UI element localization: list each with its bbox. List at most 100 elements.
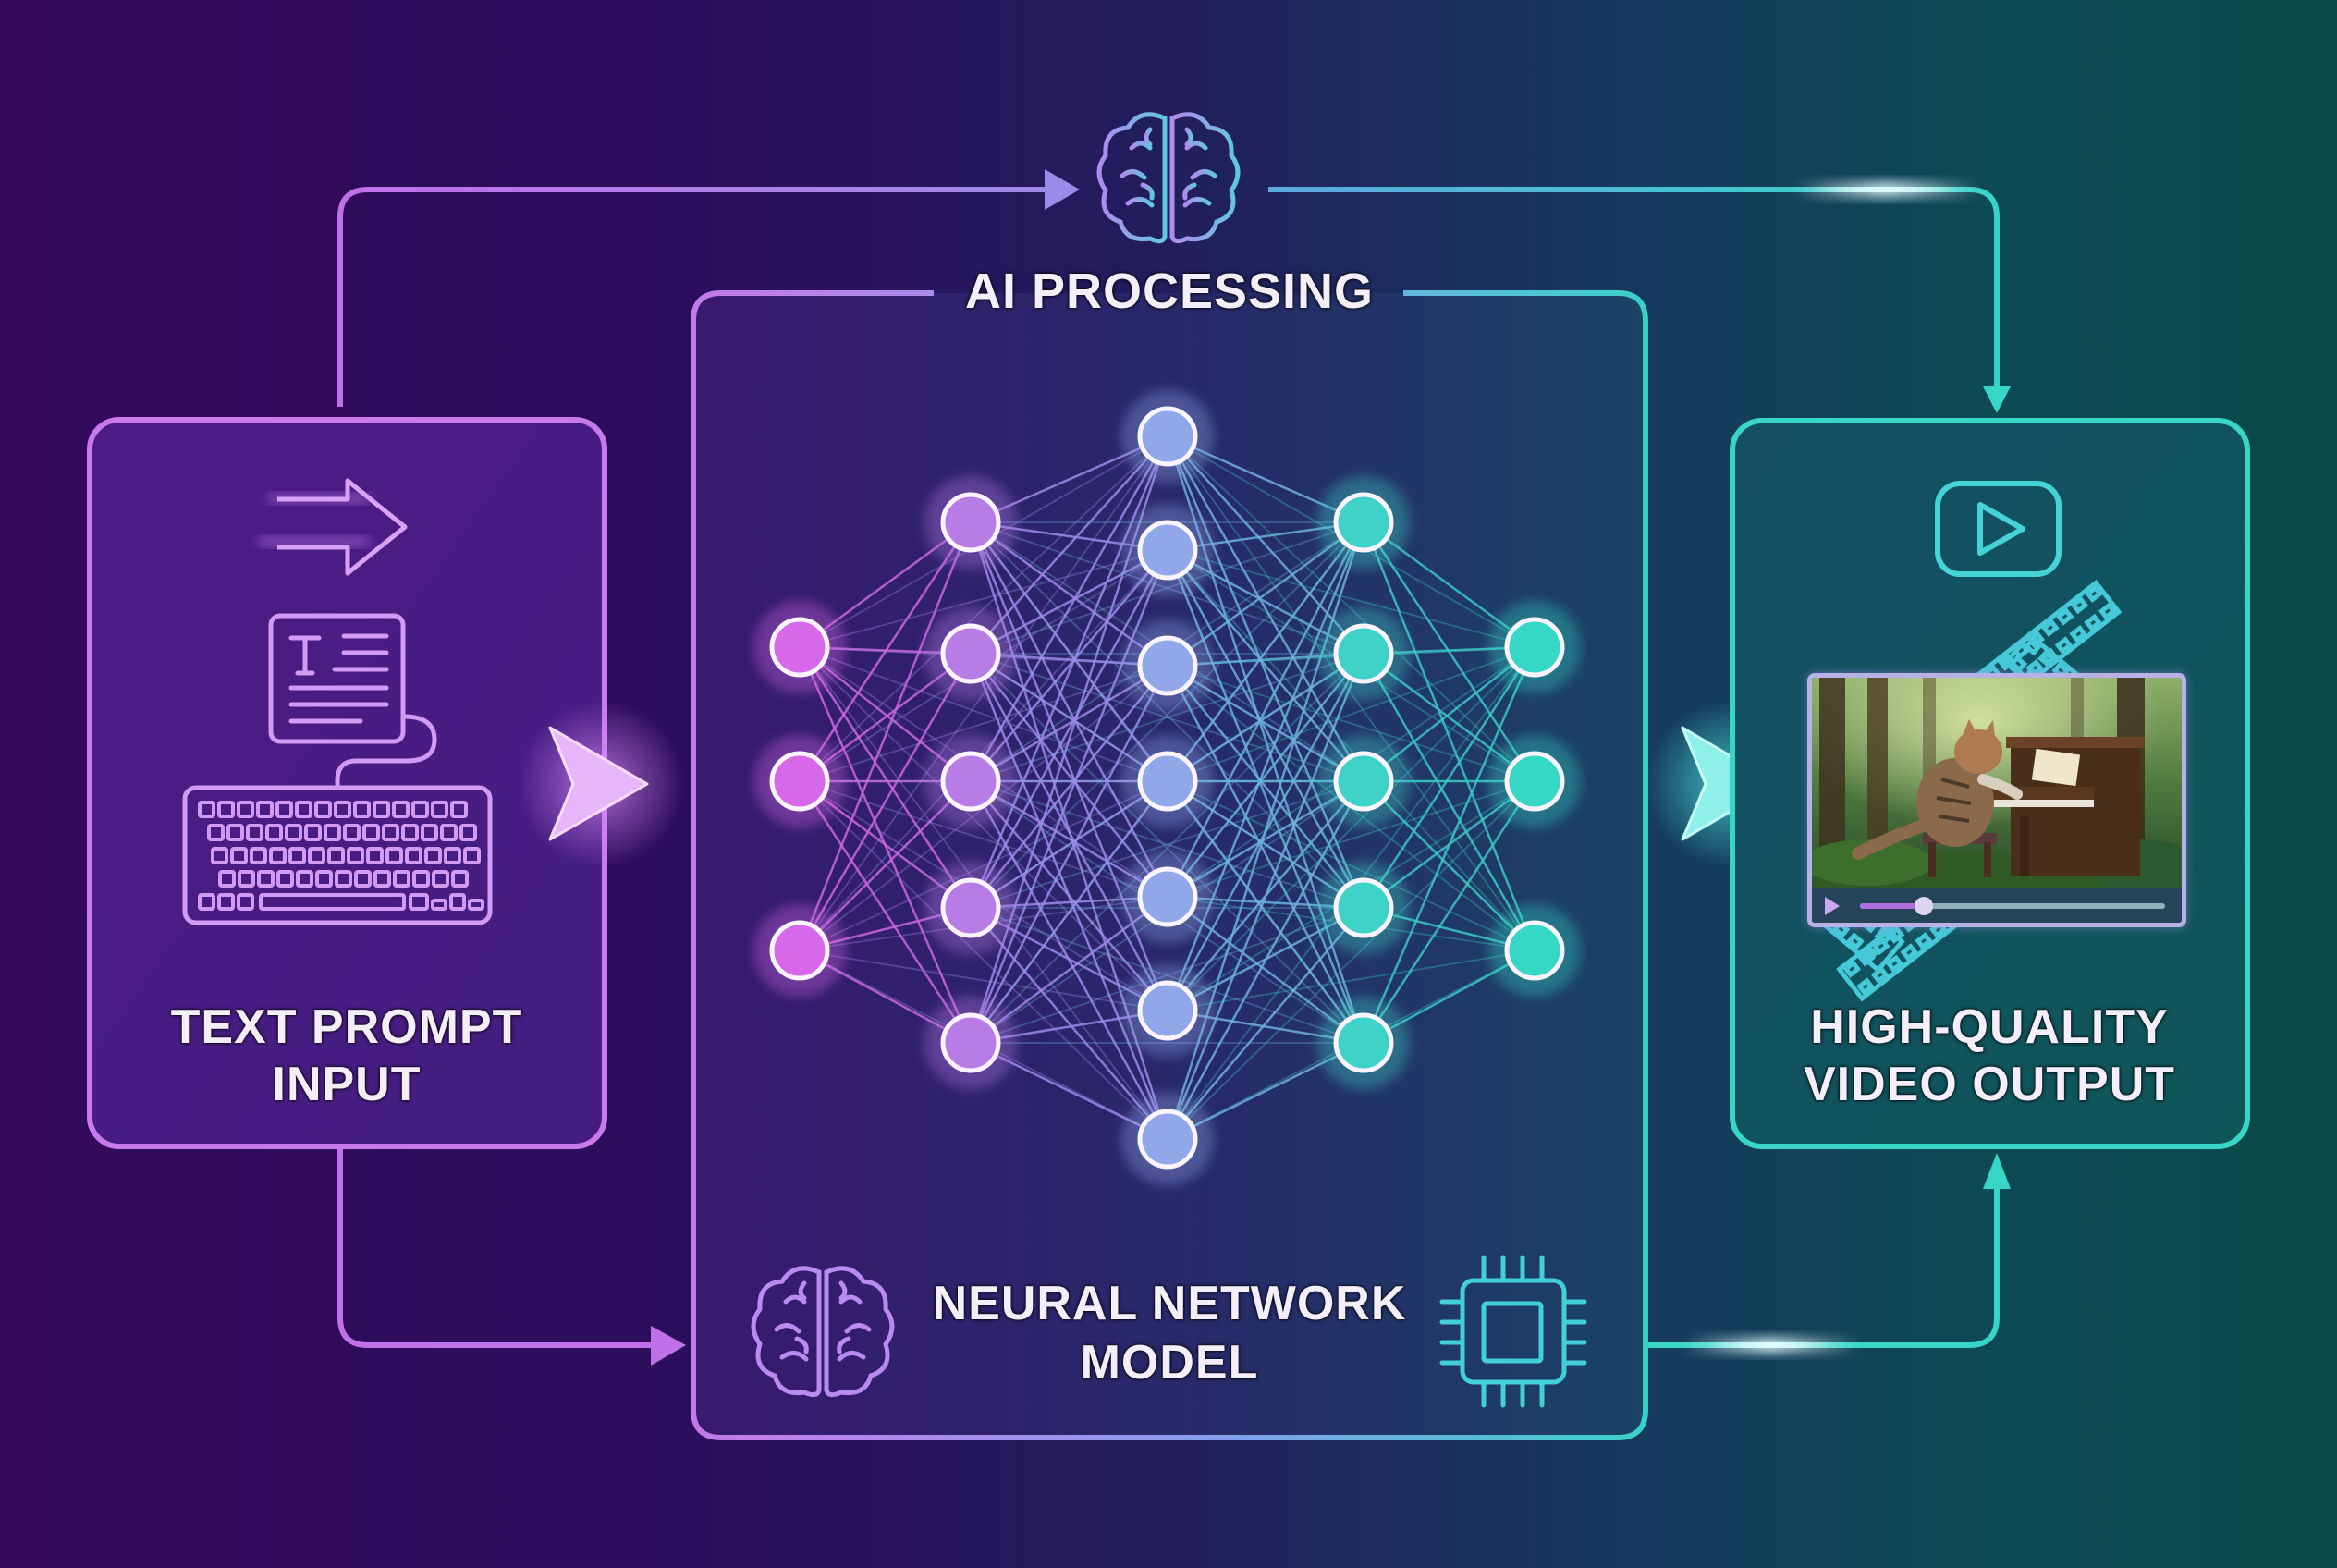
network-node — [753, 601, 846, 693]
output-stage-label: HIGH-QUALITY VIDEO OUTPUT — [1731, 998, 2248, 1113]
network-edge — [799, 780, 1168, 898]
flow-bottom-input-to-processing — [337, 1148, 686, 1366]
network-edge — [1166, 780, 1365, 1140]
network-edge — [1362, 646, 1536, 1044]
network-edge — [799, 646, 1168, 1011]
network-nodes — [753, 390, 1581, 1185]
network-edge — [1362, 521, 1536, 782]
network-node — [924, 607, 1017, 700]
network-edge — [1166, 435, 1365, 782]
network-edge — [970, 653, 1364, 782]
network-node — [1121, 851, 1214, 943]
network-edge — [969, 435, 1169, 909]
output-label-line1: HIGH-QUALITY — [1810, 1000, 2169, 1054]
network-edge — [969, 549, 1169, 1044]
chip-icon — [1439, 1255, 1587, 1408]
network-edge — [1362, 653, 1536, 951]
network-edge — [1167, 435, 1536, 782]
network-edge — [1362, 646, 1536, 909]
video-preview[interactable] — [1807, 673, 2186, 927]
network-edge — [970, 653, 1364, 1044]
network-edge — [1167, 521, 1364, 782]
network-edge — [1167, 949, 1536, 1011]
network-edge — [799, 646, 1168, 782]
network-edge — [1167, 646, 1536, 782]
network-node — [1317, 862, 1410, 954]
network-node — [753, 904, 846, 997]
network-edge — [799, 780, 1168, 1140]
network-edge — [970, 780, 1364, 909]
network-edge — [970, 653, 1168, 898]
network-node — [1317, 735, 1410, 827]
network-edge — [970, 521, 1364, 909]
video-progress-fill — [1860, 903, 1925, 909]
network-edge — [1362, 521, 1536, 951]
network-edge — [1167, 549, 1536, 648]
video-progress-handle[interactable] — [1915, 897, 1934, 915]
video-play-button[interactable] — [1825, 897, 1840, 915]
network-node — [924, 735, 1017, 827]
input-label-line2: INPUT — [272, 1058, 422, 1111]
network-edge — [799, 435, 1168, 782]
network-node — [1121, 390, 1214, 483]
network-edge — [1362, 780, 1536, 1044]
network-edge — [1166, 435, 1365, 909]
network-edge — [798, 646, 973, 909]
video-controls — [1812, 888, 2182, 923]
network-edge — [1167, 780, 1536, 1140]
output-label-line2: VIDEO OUTPUT — [1803, 1058, 2176, 1111]
arrowhead-icon — [1983, 386, 2011, 413]
model-label-line1: NEURAL NETWORK — [932, 1277, 1407, 1330]
network-node — [1488, 601, 1581, 693]
network-edge — [798, 780, 973, 1044]
network-node — [1317, 997, 1410, 1089]
network-edge — [1167, 780, 1536, 898]
brain-icon — [751, 1266, 895, 1398]
network-edge — [969, 549, 1169, 909]
network-node — [1317, 476, 1410, 569]
network-edge — [798, 653, 973, 951]
network-edge — [1167, 907, 1364, 1140]
video-thumbnail-cat-piano — [1812, 678, 2182, 893]
model-label: NEURAL NETWORK MODEL — [915, 1274, 1424, 1392]
processing-title: AI PROCESSING — [964, 263, 1375, 319]
network-edge — [798, 521, 973, 782]
network-edge — [969, 521, 1169, 898]
text-document-monitor-icon — [268, 613, 437, 790]
play-button-icon — [1935, 481, 2062, 577]
network-edge — [1166, 653, 1365, 1140]
network-node — [924, 476, 1017, 569]
network-node — [924, 997, 1017, 1089]
network-edge — [970, 780, 1168, 1044]
network-edge — [1167, 665, 1364, 909]
network-node — [1121, 735, 1214, 827]
network-edge — [970, 907, 1168, 1140]
arrowhead-icon — [1045, 169, 1080, 210]
network-edge — [1167, 435, 1364, 655]
network-node — [1121, 504, 1214, 596]
network-edge — [970, 665, 1168, 909]
network-node — [753, 735, 846, 827]
flow-bottom-processing-to-output — [1646, 1153, 2011, 1353]
network-edge — [970, 653, 1364, 782]
model-label-line2: MODEL — [1080, 1336, 1259, 1390]
flow-top-processing-to-output — [1268, 182, 2011, 413]
network-edge — [1167, 549, 1364, 782]
network-edge — [970, 549, 1168, 782]
network-edge — [970, 435, 1168, 655]
network-edge — [969, 665, 1169, 1044]
network-edge — [1166, 780, 1365, 1044]
network-edge — [798, 521, 973, 951]
network-node — [1488, 735, 1581, 827]
network-edge — [969, 435, 1169, 782]
network-edge — [799, 949, 1168, 1011]
brain-icon — [1096, 112, 1241, 244]
flow-top-input-to-processing — [337, 169, 1080, 407]
arrowhead-icon — [1983, 1153, 2011, 1189]
network-edge — [799, 665, 1168, 782]
network-edge — [1166, 665, 1365, 1044]
arrow-right-icon — [259, 478, 408, 576]
network-edge — [799, 549, 1168, 648]
video-progress-slider[interactable] — [1860, 897, 2165, 915]
